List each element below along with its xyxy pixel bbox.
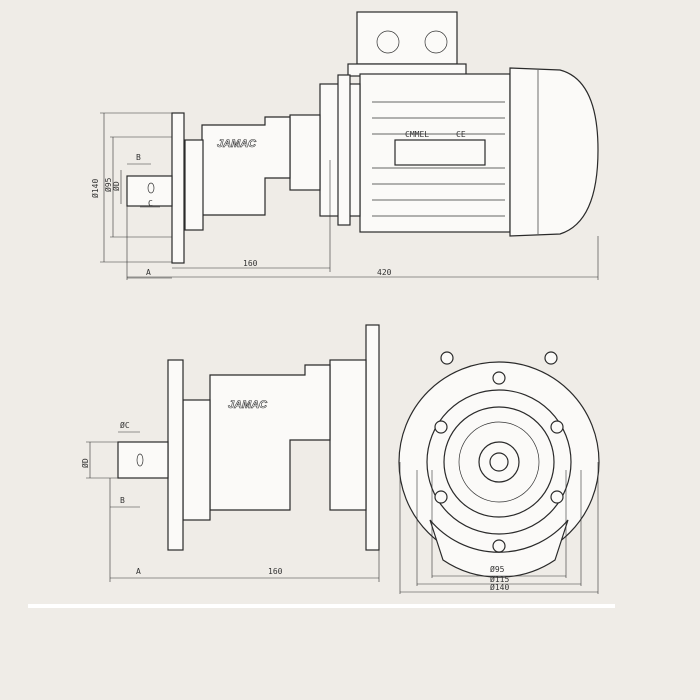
dim-d140: Ø140 [490,582,509,592]
dim-gearbox-len: 160 [243,259,258,268]
gearbox-logo-side: JAMAC [228,399,268,411]
dim-gearbox-len-side: 160 [268,567,283,576]
dim-shaft-dia: ØD [111,181,121,191]
nameplate [394,139,486,166]
input-flange [365,324,380,551]
dim-shaft-d: ØD [80,458,90,468]
dim-key-b-side: B [120,496,125,505]
dim-shaft-len: A [146,268,151,277]
side-view-gearbox: JAMAC ØC ØD B A 160 [80,324,380,582]
dim-shaft-len-side: A [136,567,141,576]
dim-key-c: C [148,199,153,208]
front-view-flange: Ø95 Ø115 Ø140 [398,351,600,594]
dim-shaft-c: ØC [120,420,130,430]
dim-pilot-dia: Ø95 [103,177,113,192]
dim-d115: Ø115 [490,574,509,584]
gearbox-housing-side [209,364,331,511]
fan-cover [509,67,599,237]
dim-d95: Ø95 [490,564,505,574]
top-view-motor-gearbox: CMMEL CE JAMAC Ø140 Ø95 ØD B C [90,11,599,280]
gearbox-logo: JAMAC [217,138,257,150]
ce-mark: CE [456,130,466,139]
output-shaft [126,175,173,207]
nameplate-label: CMMEL [405,130,429,139]
output-flange [171,112,185,264]
dim-key-b: B [136,153,141,162]
gearbox-housing [201,116,291,216]
output-flange-side [167,359,184,551]
dim-total-len: 420 [377,268,392,277]
dim-flange-dia: Ø140 [90,179,100,198]
terminal-box [356,11,458,65]
